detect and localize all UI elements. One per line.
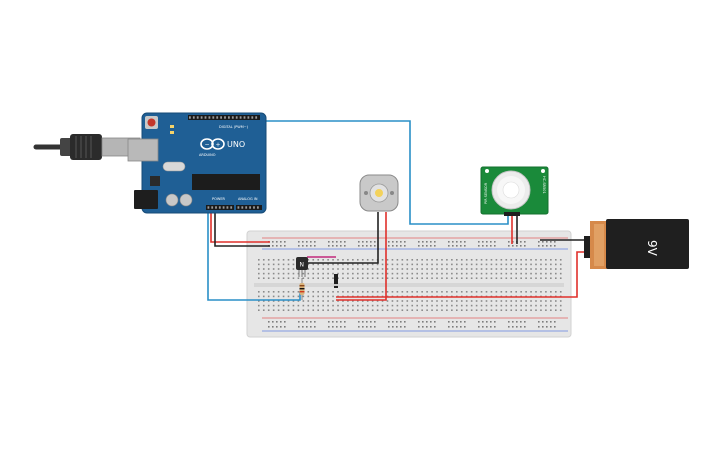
atmega-chip — [192, 174, 260, 190]
svg-text:−: − — [205, 142, 210, 149]
analog-header-label: ANALOG IN — [238, 197, 258, 201]
transistor-label: N — [300, 262, 305, 269]
wire-blue-pir-signal[interactable] — [262, 120, 509, 225]
analog-header[interactable] — [236, 205, 262, 210]
wire-black-gnd[interactable] — [214, 210, 270, 247]
power-pins — [207, 206, 259, 209]
digital-header[interactable] — [188, 115, 260, 120]
pir-right-label: HC-SR501 — [542, 176, 546, 194]
breadboard-holes — [258, 241, 562, 328]
breadboard[interactable] — [246, 230, 572, 338]
power-header-label: POWER — [212, 197, 226, 201]
diode[interactable] — [334, 274, 338, 288]
arduino-brand-label: ARDUINO — [199, 153, 216, 157]
arduino-logo: − + — [200, 138, 225, 150]
battery-9v[interactable]: 9V — [584, 219, 689, 269]
digital-header-label: DIGITAL (PWM~) — [219, 125, 249, 129]
battery-label: 9V — [645, 240, 659, 257]
pir-sensor[interactable]: PIR SENSOR HC-SR501 — [480, 166, 549, 216]
digital-pins — [189, 116, 258, 119]
wire-red-motor[interactable] — [336, 212, 387, 301]
usb-port — [127, 138, 159, 162]
usb-cable[interactable] — [33, 134, 141, 160]
motor-shaft-icon — [375, 189, 383, 197]
pir-left-label: PIR SENSOR — [484, 182, 488, 204]
wire-black-motor[interactable] — [308, 212, 379, 264]
dc-jack — [134, 190, 158, 209]
svg-text:+: + — [216, 142, 221, 149]
dc-motor[interactable] — [359, 174, 399, 212]
arduino-uno-board[interactable]: − + UNO ARDUINO DIGITAL (PWM~) POWER ANA… — [127, 112, 267, 214]
wire-red-battery[interactable] — [336, 251, 584, 298]
wire-red-5v[interactable] — [210, 210, 270, 243]
npn-transistor[interactable]: N — [296, 257, 308, 277]
arduino-model-label: UNO — [227, 140, 245, 149]
resistor[interactable] — [299, 278, 305, 300]
